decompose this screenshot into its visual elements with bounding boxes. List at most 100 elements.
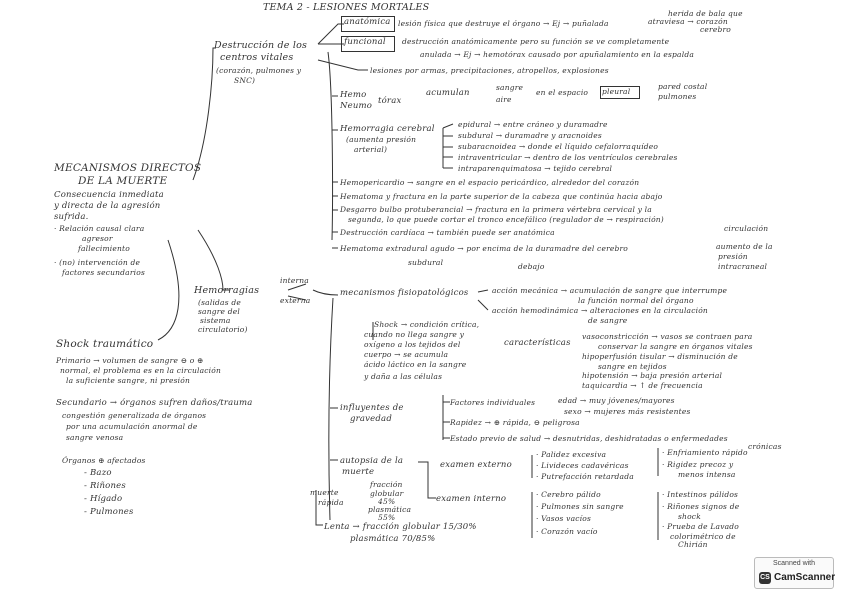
subdural-2-text: subdural	[408, 258, 444, 267]
prueba-1: · Prueba de Lavado	[662, 522, 740, 531]
influyentes-2: gravedad	[350, 414, 392, 424]
note-cerebro: cerebro	[700, 25, 731, 34]
mecanismos-fisio: mecanismos fisiopatológicos	[340, 288, 469, 298]
putrefaccion-text: · Putrefacción retardada	[536, 472, 634, 481]
page-title: TEMA 2 - LESIONES MORTALES	[263, 2, 430, 13]
mecanismos-title-1: MECANISMOS DIRECTOS	[54, 162, 202, 174]
presion-text-2: intracraneal	[718, 262, 768, 271]
shock-text-3: oxígeno a los tejidos del	[364, 340, 461, 349]
accion-hemodinamica-2: de sangre	[588, 316, 628, 325]
prueba-2: colorimétrico de	[670, 532, 736, 541]
hematoma-text: Hematoma y fractura en la parte superior…	[340, 192, 663, 201]
note-atraviesa: atraviesa → corazón	[648, 17, 728, 26]
destruccion-title-1: Destrucción de los	[214, 40, 308, 51]
hemorragias-title: Hemorragias	[194, 285, 260, 296]
taquicardia: taquicardia → ↑ de frecuencia	[582, 381, 703, 390]
destruccion-sub-2: SNC)	[234, 76, 256, 85]
plasmatica-pct: 55%	[378, 513, 396, 522]
destruccion-title-2: centros vitales	[220, 52, 294, 63]
aumento-text: aumento de la	[716, 242, 773, 251]
accion-mecanica-2: la función normal del órgano	[578, 296, 694, 305]
sexo-text: sexo → mujeres más resistentes	[564, 407, 691, 416]
hemorragia-cerebral-1: Hemorragia cerebral	[340, 124, 435, 134]
note-herida: herida de bala que	[668, 9, 743, 18]
hemo-label: Hemo	[340, 90, 367, 100]
hemopericardio-text: Hemopericardio → sangre en el espacio pe…	[340, 178, 640, 187]
fraccion-label: fracción	[370, 480, 403, 489]
consecuencia-2: y directa de la agresión	[54, 201, 161, 211]
autopsia-2: muerte	[342, 467, 375, 477]
subaracnoidea-text: subaracnoidea → donde el líquido cefalor…	[458, 142, 659, 151]
plasmatica-label: plasmática	[368, 505, 412, 514]
scanned-with-text: Scanned with	[772, 560, 816, 567]
hemorragias-sub-4: circulatorio)	[198, 325, 248, 334]
funcional-text-1: destrucción anatómicamente pero su funci…	[402, 37, 670, 46]
funcional-label: funcional	[344, 37, 386, 47]
relacion-2: agresor	[82, 234, 113, 243]
vasos-vacios: · Vasos vacíos	[536, 514, 592, 523]
intraparenquimatosa-text: intraparenquimatosa → tejido cerebral	[458, 164, 613, 173]
shock-text-2: cuando no llega sangre y	[364, 330, 465, 339]
corazon-vacio: · Corazón vacío	[536, 527, 598, 536]
acumulan-label: acumulan	[426, 88, 470, 98]
globular-pct: 45%	[378, 497, 396, 506]
enfriamiento-text: · Enfriamiento rápido	[662, 448, 748, 457]
consecuencia-3: sufrida.	[54, 212, 89, 222]
primario-3: la suficiente sangre, ni presión	[66, 376, 190, 385]
cronicas-text: crónicas	[748, 442, 782, 451]
hipoperfusion-1: hipoperfusión tisular → disminución de	[582, 352, 738, 361]
funcional-text-2: anulada → Ej → hemotórax causado por apu…	[420, 50, 694, 59]
pared-label: pared costal	[658, 82, 708, 91]
debajo-text: debajo	[518, 262, 545, 271]
pleural-box	[600, 86, 640, 99]
primario-1: Primario → volumen de sangre ⊖ o ⊕	[56, 356, 204, 365]
influyentes-1: influyentes de	[340, 403, 404, 413]
organ-bazo: - Bazo	[84, 468, 112, 478]
palidez-text: · Palidez excesiva	[536, 450, 607, 459]
plasmatica-lenta-text: plasmática 70/85%	[350, 534, 436, 544]
autopsia-1: autopsia de la	[340, 456, 404, 466]
camscanner-logo-icon: CS	[759, 572, 771, 584]
vaso-1: vasoconstricción → vasos se contraen par…	[582, 332, 753, 341]
primario-2: normal, el problema es en la circulación	[60, 366, 222, 375]
organos-label: Órganos ⊕ afectados	[62, 456, 146, 465]
hemorragia-cerebral-2: (aumenta presión	[346, 135, 417, 144]
epidural-text: epidural → entre cráneo y duramadre	[458, 120, 608, 129]
globular-label: globular	[370, 489, 404, 498]
pleural-label: pleural	[602, 87, 631, 96]
intraventricular-text: intraventricular → dentro de los ventríc…	[458, 153, 678, 162]
pulmones-label: pulmones	[658, 92, 697, 101]
accion-mecanica-1: acción mecánica → acumulación de sangre …	[492, 286, 728, 295]
destruccion-cardiaca-text: Destrucción cardíaca → también puede ser…	[340, 228, 555, 237]
rigidez-1: · Rigidez precoz y	[662, 460, 734, 469]
notes-page: TEMA 2 - LESIONES MORTALES herida de bal…	[48, 0, 808, 548]
hemorragias-sub-3: sistema	[200, 316, 231, 325]
rinones-shock-1: · Riñones signos de	[662, 502, 740, 511]
organ-higado: - Hígado	[84, 494, 123, 504]
intervencion-1: · (no) intervención de	[54, 258, 141, 267]
anatomica-label: anatómica	[344, 17, 391, 27]
torax-label: tórax	[378, 96, 402, 106]
secundario-1: Secundario → órganos sufren daños/trauma	[56, 398, 253, 408]
shock-traumatico-title: Shock traumático	[56, 338, 154, 350]
organ-pulmones: - Pulmones	[84, 507, 134, 517]
examen-interno: examen interno	[436, 494, 507, 504]
camscanner-badge: Scanned with CS CamScanner	[754, 557, 836, 589]
desgarro-text-2: segunda, lo que puede cortar el tronco e…	[348, 215, 664, 224]
factores-individuales: Factores individuales	[450, 398, 536, 407]
prueba-3: Chirián	[678, 540, 708, 548]
camscanner-text: CamScanner	[774, 572, 836, 583]
shock-text-5: ácido láctico en la sangre	[364, 360, 467, 369]
vaso-2: conservar la sangre en órganos vitales	[598, 342, 753, 351]
pulmones-sin-sangre: · Pulmones sin sangre	[536, 502, 624, 511]
subdural-text: subdural → duramadre y aracnoides	[458, 131, 602, 140]
rapida-label: rápida	[318, 498, 344, 507]
interna-label: interna	[280, 276, 309, 285]
relacion-3: fallecimiento	[78, 244, 130, 253]
hipoperfusion-2: sangre en tejidos	[598, 362, 667, 371]
shock-text-1: Shock → condición crítica,	[374, 320, 480, 329]
hematoma-extradural-text: Hematoma extradural agudo → por encima d…	[340, 244, 629, 253]
funcional-box	[341, 36, 395, 52]
anatomica-text: lesión física que destruye el órgano → E…	[398, 19, 609, 28]
anatomica-box	[341, 16, 395, 32]
